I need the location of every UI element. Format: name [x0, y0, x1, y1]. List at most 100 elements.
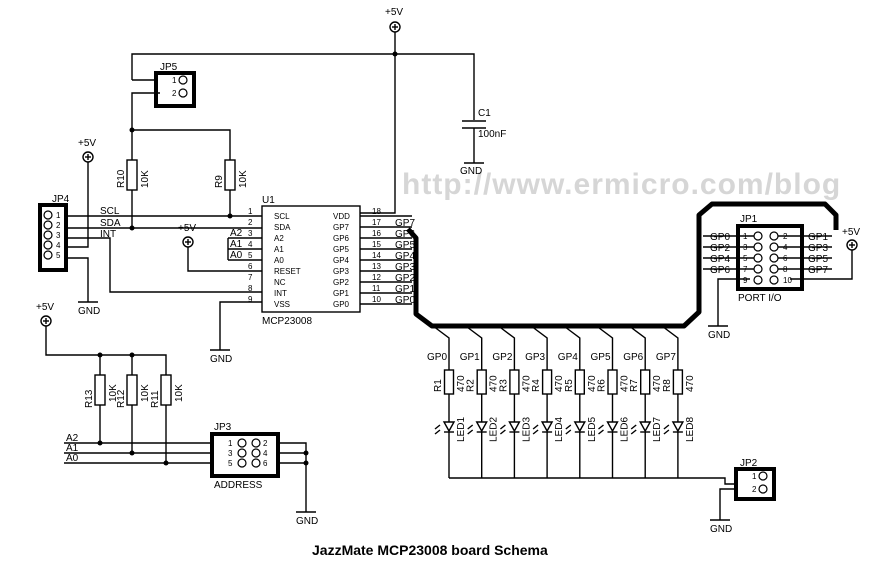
u1-net-a2: A2	[230, 228, 243, 239]
jp1-net-label: GP0	[710, 232, 730, 243]
u1-pin-number: 6	[248, 262, 253, 271]
u1-pin-number: 16	[372, 229, 381, 238]
u1-pin-number: 8	[248, 284, 253, 293]
led-light-icon	[499, 429, 506, 435]
jp2-pin1: 1	[752, 472, 757, 481]
led-resistor	[541, 369, 553, 395]
led-resistor-ref: R6	[597, 379, 608, 392]
u1-net-label: GP1	[395, 284, 415, 295]
net-scl: SCL	[100, 206, 120, 217]
jp4-pin2: 2	[56, 221, 61, 230]
led-channel-wire	[596, 325, 614, 370]
led-resistor	[443, 369, 455, 395]
resistor-r11	[160, 374, 172, 406]
led-resistor	[574, 369, 585, 395]
u1-pin-number: 2	[248, 218, 253, 227]
jp5-header	[154, 71, 196, 108]
led-resistor-value: 470	[587, 375, 598, 392]
u1-pin-name: VDD	[333, 212, 350, 221]
r10-ref: R10	[116, 169, 127, 188]
led-light-icon	[598, 429, 604, 435]
led-ref: LED7	[652, 417, 663, 442]
jp1-pin-hole	[769, 231, 779, 241]
u1-pin-name: A0	[274, 256, 284, 265]
led-ref: LED5	[587, 417, 598, 442]
jp5-pin1: 1	[172, 76, 177, 85]
addr-net-a2: A2	[66, 433, 79, 444]
jp1-ref: JP1	[740, 214, 758, 225]
u1-pin-number: 7	[248, 273, 253, 282]
r10-value: 10K	[140, 170, 151, 188]
jp4-vcc-label: +5V	[78, 138, 96, 149]
jp1-pin-hole	[753, 275, 763, 285]
jp3-pin5: 5	[228, 459, 233, 468]
led-ref: LED2	[489, 417, 500, 442]
led-resistor-ref: R5	[564, 379, 575, 392]
watermark-url: http://www.ermicro.com/blog	[402, 168, 841, 201]
led-resistor-value: 470	[489, 375, 500, 392]
reset-vcc-label: +5V	[178, 223, 196, 234]
jp1-net-label: GP7	[808, 265, 828, 276]
jp4-ref: JP4	[52, 194, 70, 205]
jp1-pin-hole	[769, 253, 779, 263]
u1-pin-number: 14	[372, 251, 381, 260]
jp5-ref: JP5	[160, 62, 178, 73]
led-light-icon	[630, 424, 637, 430]
net-int: INT	[100, 229, 116, 240]
jp1-pin-hole	[753, 242, 763, 252]
addr-net-a0: A0	[66, 453, 79, 464]
led-resistor	[509, 369, 520, 395]
addr-net-a1: A1	[66, 443, 79, 454]
u1-net-label: GP4	[395, 251, 415, 262]
led-light-icon	[630, 429, 637, 435]
jp3-pin6: 6	[263, 459, 268, 468]
resistor-r13	[94, 374, 106, 406]
led-light-icon	[663, 429, 670, 435]
top-vcc-symbol	[389, 21, 401, 33]
u1-pin-number: 17	[372, 218, 381, 227]
led-diode-icon	[540, 421, 554, 433]
r12-ref: R12	[116, 389, 127, 408]
led-resistor	[672, 369, 684, 395]
jp1-pin-hole	[769, 275, 779, 285]
led-channel-net: GP4	[558, 352, 578, 363]
u1-pin-name: SCL	[274, 212, 290, 221]
jp3-pin3: 3	[228, 449, 233, 458]
net-sda: SDA	[100, 218, 121, 229]
jp1-net-label: GP5	[808, 254, 828, 265]
u1-pin-number: 9	[248, 295, 253, 304]
jp3-pin2: 2	[263, 439, 268, 448]
led-resistor-ref: R4	[531, 379, 542, 392]
vcc-net-top	[131, 53, 475, 120]
led-light-icon	[434, 429, 441, 435]
top-vcc-label: +5V	[385, 7, 403, 18]
u1-pin-name: NC	[274, 278, 286, 287]
jp1-net-label: GP2	[710, 243, 730, 254]
c1-gnd-label: GND	[460, 166, 482, 177]
u1-pin-number: 4	[248, 240, 253, 249]
gp-bus	[406, 201, 839, 329]
led-resistor-value: 470	[456, 375, 467, 392]
jp4-pin1: 1	[56, 211, 61, 220]
led-diode-icon	[671, 421, 685, 433]
u1-net-label: GP3	[395, 262, 415, 273]
u1-net-label: GP5	[395, 240, 415, 251]
resistor-r12	[126, 374, 138, 406]
jp1-pin-hole	[753, 264, 763, 274]
led-channel-net: GP2	[492, 352, 512, 363]
u1-pin-name: GP0	[333, 300, 350, 309]
led-resistor	[640, 369, 651, 395]
r13-ref: R13	[84, 389, 95, 408]
led-diode-icon	[508, 421, 521, 433]
u1-net-label: GP7	[395, 218, 415, 229]
led-channel-net: GP3	[525, 352, 545, 363]
jp3-gnd-label: GND	[296, 516, 318, 527]
led-channel-wire	[628, 325, 646, 370]
u1-gnd-label: GND	[210, 354, 232, 365]
led-resistor-ref: R7	[629, 379, 640, 392]
r9-value: 10K	[238, 170, 249, 188]
